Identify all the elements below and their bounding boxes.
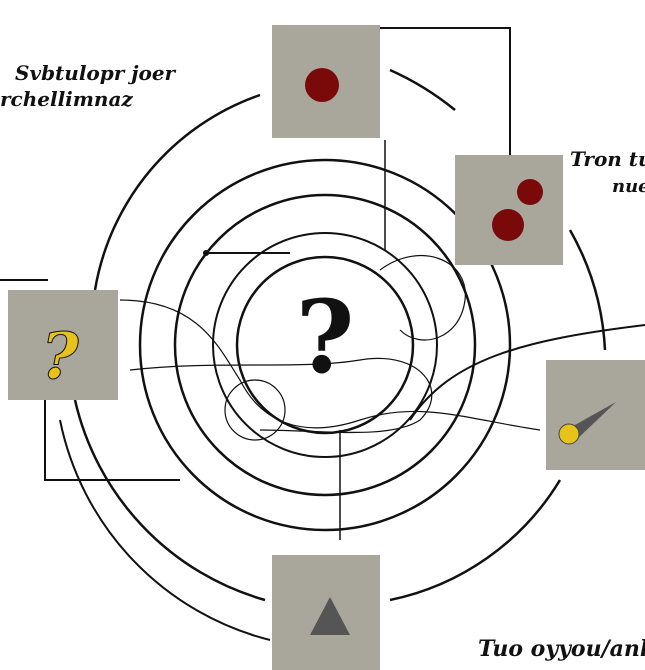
connector-left: [44, 400, 180, 481]
small-loop: [224, 379, 286, 441]
center-question-mark: ?: [296, 278, 355, 396]
triangle-icon: [310, 597, 350, 635]
connector-top: [345, 27, 511, 155]
panel-bottom: [272, 555, 380, 670]
inner-circle: [235, 255, 415, 435]
curve-3: [379, 255, 466, 341]
ring-3: [138, 158, 512, 532]
outer-arc-tl: [93, 93, 261, 291]
panel-right-top: [455, 155, 563, 265]
ring-1: [212, 232, 438, 458]
yellow-question-icon: ?: [41, 319, 79, 394]
panel-top: [272, 25, 380, 138]
curve-4: [409, 324, 645, 421]
ring-2: [173, 193, 477, 497]
label-bottom-right: Tuo oyyou/anlo: [478, 636, 645, 662]
red-dot-icon: [517, 179, 543, 205]
rings: [0, 27, 645, 641]
curve-2: [129, 357, 433, 434]
label-top-left-2: rchellimnaz: [0, 87, 133, 111]
red-dot-icon: [492, 209, 524, 241]
outer-arc-r: [568, 229, 607, 351]
outer-arc-tr: [389, 68, 456, 111]
panel-right: [546, 360, 645, 470]
curve-1: [119, 299, 541, 431]
outer-arc-bl2: [59, 419, 271, 641]
label-top-left-1: Svbtulopr joer: [15, 61, 177, 85]
label-right-1: Tron tu: [570, 147, 645, 171]
outer-arc-br: [389, 479, 562, 602]
yellow-ball-icon: [558, 423, 580, 445]
label-right-2: nue: [612, 176, 645, 197]
panel-left: ?: [8, 290, 118, 400]
outer-arc-bl: [73, 399, 266, 602]
red-dot-icon: [305, 68, 339, 102]
pointer-dot: [203, 250, 209, 256]
